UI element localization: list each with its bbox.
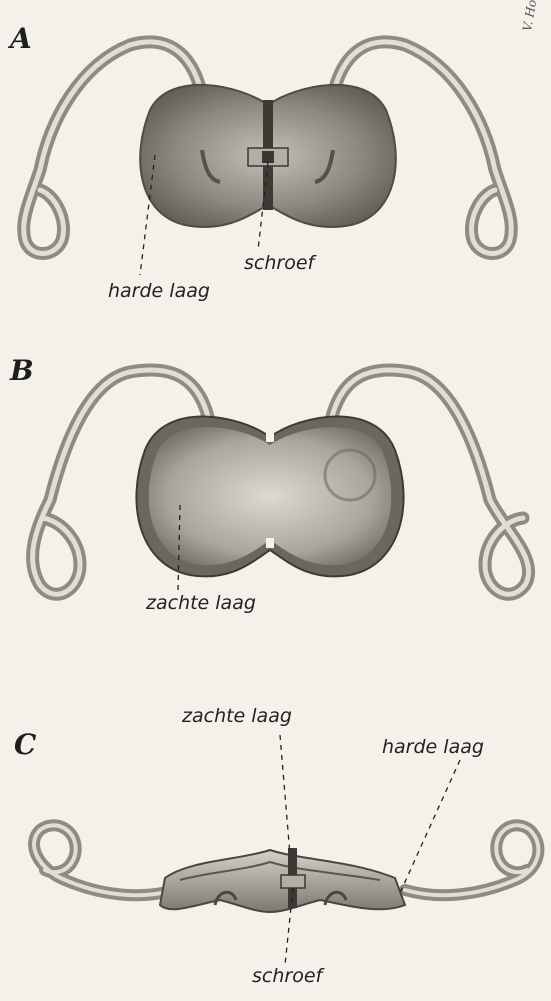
panel-b-soft-layer-label: zachte laag — [146, 592, 256, 614]
panel-a-letter: A — [10, 22, 32, 55]
panel-c-letter: C — [14, 728, 36, 761]
panel-c-screw — [281, 875, 305, 888]
panel-c-soft-layer-label: zachte laag — [182, 705, 292, 727]
panel-c-screw-label: schroef — [252, 965, 322, 987]
panel-a — [24, 42, 512, 275]
panel-c-wire-left — [34, 825, 175, 895]
panel-c-hard-layer-leader — [400, 760, 460, 893]
panel-b — [33, 370, 529, 594]
panel-a-screw-label: schroef — [244, 252, 314, 274]
panel-c-soft-layer-leader — [280, 735, 290, 855]
panel-b-letter: B — [10, 354, 34, 387]
panel-c-wire-right — [405, 825, 538, 895]
panel-c — [34, 735, 538, 965]
panel-a-hard-layer-label: harde laag — [108, 280, 210, 302]
panel-c-hard-layer-label: harde laag — [382, 736, 484, 758]
